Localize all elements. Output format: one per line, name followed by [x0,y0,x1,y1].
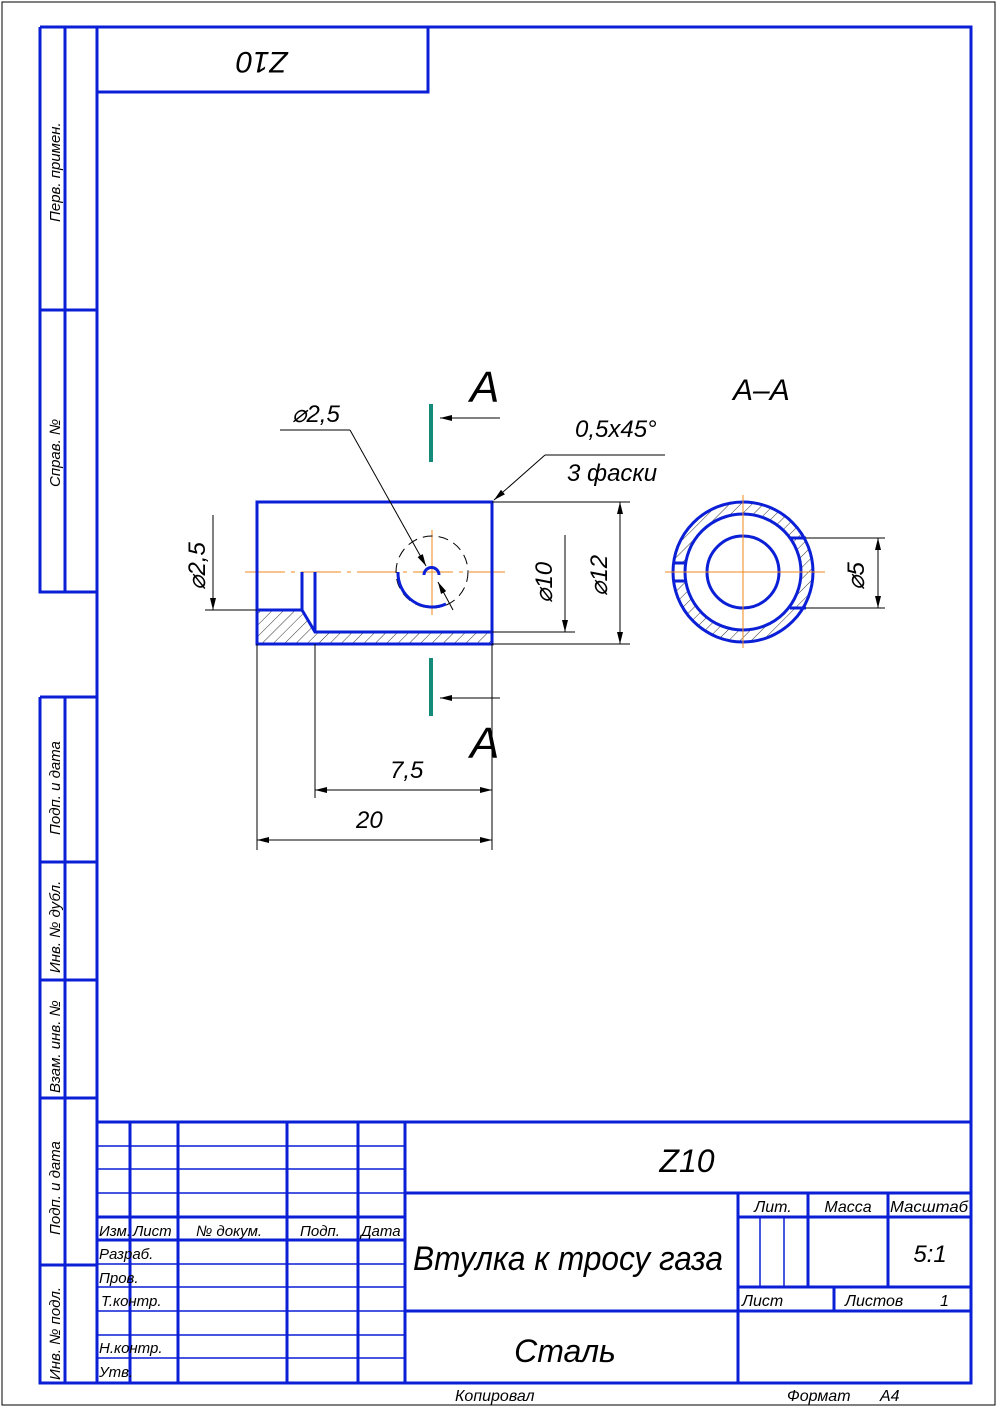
main-view [245,500,505,646]
replace-inv-label: Взам. инв. № [47,1000,64,1093]
designation: Z10 [658,1143,714,1179]
chamfer-note: 3 фаски [567,460,657,487]
section-letter-top: A [467,363,499,412]
copied-label: Копировал [455,1388,535,1405]
material: Сталь [514,1333,616,1369]
section-markers: A A A–A [429,363,790,768]
hdr-date: Дата [359,1223,401,1240]
scale-label: Масштаб [890,1199,969,1216]
dim-slot: ⌀5 [843,562,870,590]
mass-label: Масса [824,1199,871,1216]
hdr-izm: Изм. [99,1223,131,1240]
title-block: Изм. Лист № докум. Подп. Дата Разраб. Пр… [97,1120,971,1383]
sheet-label: Лист [741,1293,783,1310]
rotated-designation: Z10 [236,45,289,78]
inner-frame [95,25,973,1385]
orig-inv-label: Инв. № подл. [47,1287,64,1380]
primary-use-label: Перв. примен. [47,122,64,222]
section-hatch [257,610,492,644]
lit-label: Лит. [753,1199,791,1216]
section-letter-bottom: A [467,719,499,768]
role-norm-control: Н.контр. [99,1340,163,1357]
format-label: Формат [787,1388,851,1405]
dimensions: ⌀2,5 0,5x45° 3 фаски ⌀2,5 ⌀10 ⌀12 7,5 20… [184,401,885,850]
dim-7-5: 7,5 [390,757,424,784]
section-title: A–A [731,374,790,407]
hole-arc [396,571,447,609]
section-view [665,495,825,648]
hdr-sign: Подп. [300,1223,340,1240]
dim-20: 20 [355,807,383,834]
rotated-designation-box [95,25,430,94]
dup-inv-label: Инв. № дубл. [47,881,64,973]
scale-value: 5:1 [913,1241,946,1268]
side-strip: Перв. примен. Справ. № Подп. и дата Инв.… [38,25,97,1385]
role-approved: Утв. [98,1364,133,1381]
hdr-list: Лист [132,1223,172,1240]
role-checker: Пров. [99,1270,139,1287]
role-developer: Разраб. [99,1246,153,1263]
reference-no-label: Справ. № [47,419,64,487]
dim-outer: ⌀12 [586,555,613,596]
sign-date-label: Подп. и дата [47,741,64,835]
hole-small [422,566,441,576]
chamfer-dim: 0,5x45° [575,416,657,443]
dim-bore: ⌀10 [531,561,558,603]
sign-date-label-2: Подп. и дата [47,1141,64,1235]
sheets-label: Листов [844,1293,903,1310]
format-value: A4 [879,1388,900,1405]
part-title: Втулка к тросу газа [413,1240,723,1278]
role-tech-control: Т.контр. [101,1293,162,1310]
sheets-count: 1 [940,1293,949,1310]
hdr-doc-no: № докум. [196,1223,262,1240]
dim-hole: ⌀2,5 [292,401,340,428]
dim-step: ⌀2,5 [184,542,211,590]
